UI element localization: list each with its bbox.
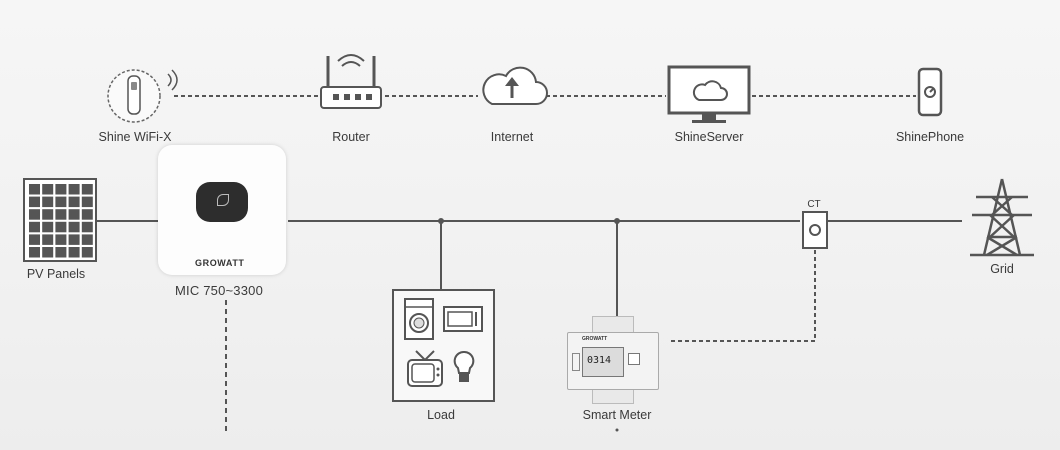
meter-dot (615, 428, 619, 432)
solar-cell (81, 247, 93, 258)
washing-machine-icon (404, 298, 434, 340)
solar-cell (81, 234, 93, 245)
meter-brand: GROWATT (582, 336, 608, 342)
solar-cell (68, 209, 80, 220)
solar-cell (42, 247, 54, 258)
dashed-link-ct-meter (668, 250, 816, 342)
current-transformer-icon (802, 211, 828, 249)
solar-cell (68, 184, 80, 195)
solar-cell (68, 247, 80, 258)
ct-label: CT (807, 199, 821, 210)
solar-cell (68, 196, 80, 208)
solar-cell (29, 247, 40, 258)
leaf-icon (217, 194, 229, 206)
solar-cell (42, 184, 54, 195)
solar-cell (42, 196, 54, 208)
monitor-cloud-icon (667, 65, 751, 123)
smart-meter-icon: GROWATT 0314 (567, 316, 659, 404)
wifi-dongle-icon (107, 69, 178, 123)
router-icon (320, 54, 382, 109)
grid-label: Grid (990, 262, 1014, 276)
solar-cell (68, 221, 80, 233)
solar-cell (55, 234, 67, 245)
inverter-display (196, 182, 248, 222)
tv-icon (407, 350, 443, 387)
smart-meter-label: Smart Meter (582, 408, 652, 422)
solar-cell (81, 184, 93, 195)
shine-wifi-label: Shine WiFi-X (98, 130, 172, 144)
cloud-upload-icon (482, 66, 548, 105)
solar-cell (81, 209, 93, 220)
pv-panels-label: PV Panels (26, 267, 86, 281)
solar-cell (42, 234, 54, 245)
solar-cell (55, 209, 67, 220)
solar-cell (29, 234, 40, 245)
light-bulb-icon (453, 350, 475, 382)
microwave-icon (443, 306, 483, 332)
shine-server-label: ShineServer (674, 130, 744, 144)
solar-panel-icon (23, 178, 97, 262)
inverter-icon: GROWATT (158, 145, 286, 275)
solar-cell (29, 221, 40, 233)
solar-cell (68, 234, 80, 245)
solar-cell (29, 184, 40, 195)
solar-cell (29, 209, 40, 220)
router-label: Router (332, 130, 370, 144)
load-label: Load (427, 408, 455, 422)
load-box (392, 289, 495, 402)
solar-cell (81, 221, 93, 233)
internet-label: Internet (490, 130, 534, 144)
meter-reading: 0314 (587, 355, 612, 366)
solar-cell (29, 196, 40, 208)
meter-display: 0314 (582, 347, 624, 377)
inverter-brand: GROWATT (195, 258, 245, 268)
smartphone-icon (917, 67, 943, 117)
solar-cell (42, 209, 54, 220)
shine-phone-label: ShinePhone (895, 130, 965, 144)
inverter-model-label: MIC 750~3300 (174, 283, 264, 298)
solar-cell (55, 247, 67, 258)
solar-cell (55, 196, 67, 208)
power-tower-icon (970, 178, 1034, 257)
solar-cell (81, 196, 93, 208)
solar-cell (42, 221, 54, 233)
solar-cell (55, 221, 67, 233)
solar-cell (55, 184, 67, 195)
